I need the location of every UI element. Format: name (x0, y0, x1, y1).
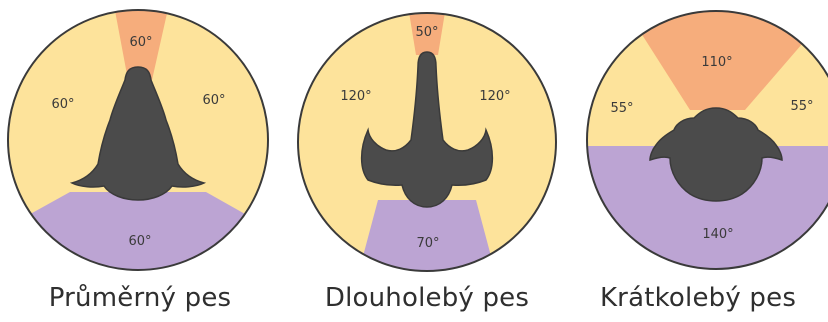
angle-label-bottom: 70° (416, 236, 439, 251)
angle-label-left: 55° (610, 101, 633, 116)
caption-average-dog: Průměrný pes (10, 283, 270, 313)
short-headed-dog-diagram: 110° 55° 55° 140° (580, 0, 828, 296)
angle-label-top: 110° (701, 55, 732, 70)
average-dog-diagram: 60° 60° 60° 60° (0, 0, 280, 280)
angle-label-left: 120° (340, 89, 371, 104)
angle-label-right: 60° (202, 93, 225, 108)
angle-label-bottom: 60° (128, 234, 151, 249)
long-headed-dog-diagram: 50° 120° 120° 70° (290, 0, 570, 290)
angle-label-right: 120° (479, 89, 510, 104)
caption-short-headed-dog: Krátkolebý pes (568, 283, 828, 313)
angle-label-bottom: 140° (702, 227, 733, 242)
angle-label-left: 60° (51, 97, 74, 112)
angle-label-right: 55° (790, 99, 813, 114)
caption-long-headed-dog: Dlouholebý pes (297, 283, 557, 313)
angle-label-top: 60° (129, 35, 152, 50)
angle-label-top: 50° (415, 25, 438, 40)
